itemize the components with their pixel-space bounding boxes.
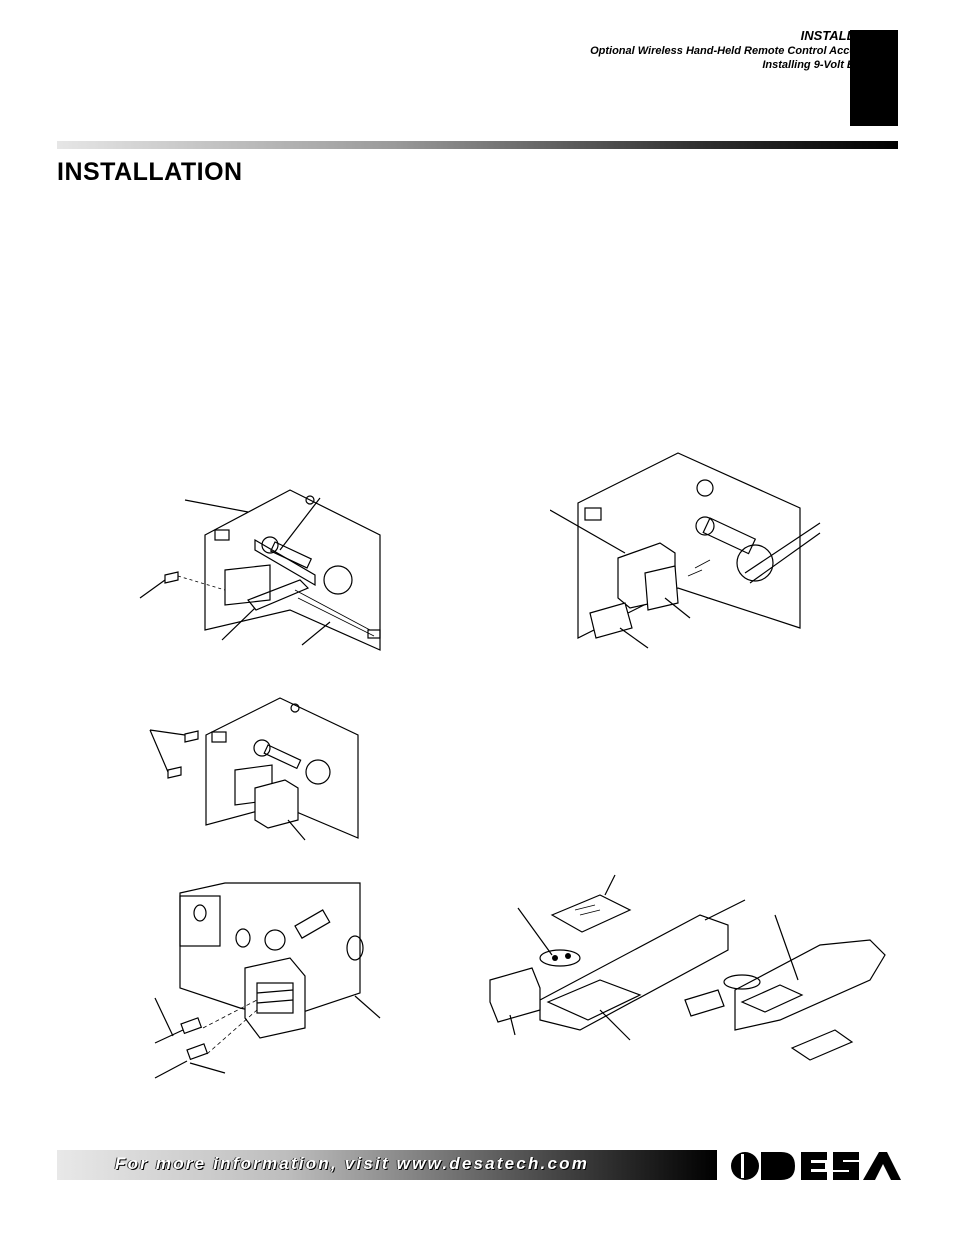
- footer-bar: For more information, visit www.desatech…: [57, 1150, 717, 1180]
- figure-receiver-battery-drawing: [550, 452, 821, 649]
- section-tab: [850, 30, 898, 126]
- figure-receiver-battery: [550, 448, 840, 658]
- figure-bracket-removal-drawing: [139, 489, 381, 651]
- figure-remote-battery-drawing: [489, 874, 886, 1061]
- running-header: INSTALLATION Optional Wireless Hand-Held…: [590, 28, 894, 72]
- figure-receiver-mount: [140, 690, 380, 850]
- header-subtitle-2: Installing 9-Volt Batteries: [762, 59, 894, 71]
- desa-logo-mark: [723, 1148, 901, 1184]
- desa-logo: [723, 1148, 901, 1189]
- header-section: INSTALLATION: [800, 28, 894, 43]
- figure-receiver-mount-drawing: [149, 697, 359, 841]
- figure-bracket-removal: [130, 480, 390, 660]
- footer-text: For more information, visit www.desatech…: [115, 1154, 590, 1173]
- figure-valve-wiring-drawing: [154, 882, 381, 1079]
- header-subtitle-1: Optional Wireless Hand-Held Remote Contr…: [590, 45, 894, 57]
- page-title: INSTALLATION: [57, 158, 243, 186]
- figure-valve-wiring: [145, 878, 385, 1088]
- header-rule: [57, 141, 898, 149]
- figure-remote-battery: [480, 870, 900, 1090]
